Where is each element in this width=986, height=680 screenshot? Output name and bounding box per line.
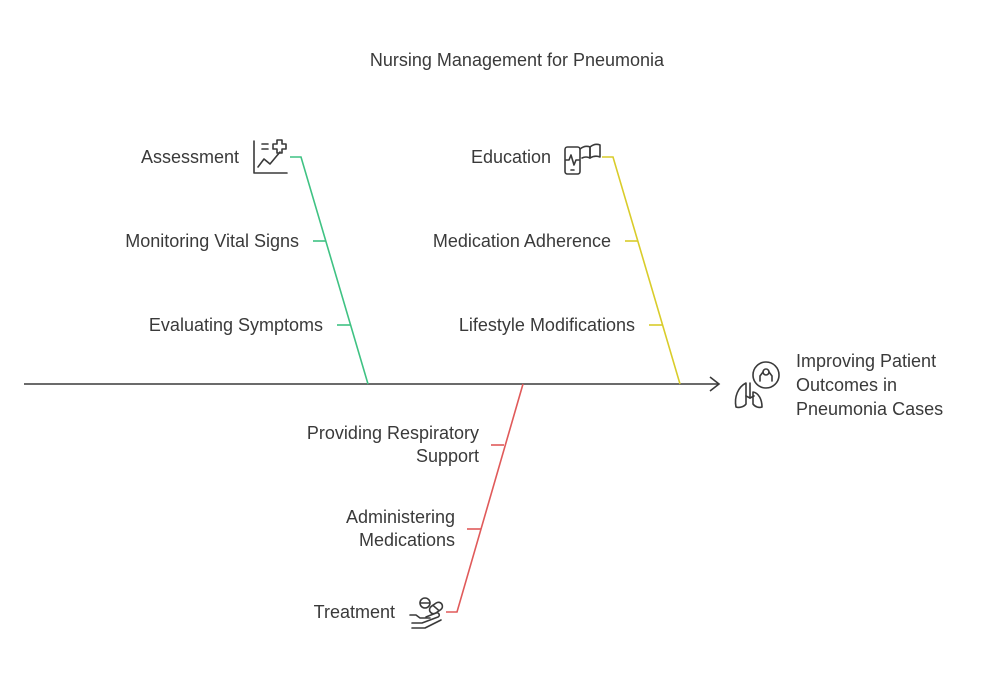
administering-medications-line1: Administering <box>345 507 455 527</box>
diagram-title: Nursing Management for Pneumonia <box>369 50 665 70</box>
treatment-label: Treatment <box>313 602 395 622</box>
treatment-branch-line <box>446 383 524 613</box>
lungs-icon <box>734 361 780 409</box>
assessment-branch-line <box>290 156 369 385</box>
hand-pills-icon <box>409 597 444 629</box>
providing-respiratory-support-line1: Providing Respiratory <box>306 423 479 443</box>
phone-book-icon <box>564 143 601 175</box>
outcome-line1: Improving Patient <box>796 351 937 371</box>
spine-arrowhead <box>709 376 721 392</box>
outcome-label: Improving Patient Outcomes in Pneumonia … <box>796 349 943 421</box>
education-label: Education <box>470 147 551 167</box>
medication-adherence-label: Medication Adherence <box>432 231 611 251</box>
chart-medical-icon <box>253 139 288 174</box>
evaluating-symptoms-label: Evaluating Symptoms <box>148 315 323 335</box>
administering-medications-label: Administering Medications <box>346 506 455 552</box>
monitoring-vital-signs-label: Monitoring Vital Signs <box>125 231 299 251</box>
lifestyle-modifications-label: Lifestyle Modifications <box>458 315 635 335</box>
education-branch-line <box>602 156 681 385</box>
assessment-label: Assessment <box>140 147 239 167</box>
outcome-line2: Outcomes in <box>796 375 898 395</box>
providing-respiratory-support-label: Providing Respiratory Support <box>307 422 479 468</box>
providing-respiratory-support-line2: Support <box>415 446 479 466</box>
administering-medications-line2: Medications <box>358 530 455 550</box>
outcome-line3: Pneumonia Cases <box>796 399 944 419</box>
